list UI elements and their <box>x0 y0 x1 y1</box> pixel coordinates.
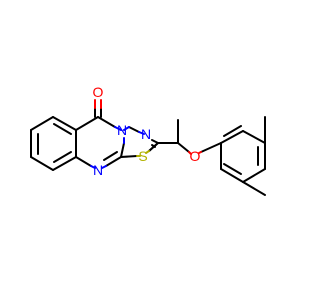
bond <box>223 125 242 137</box>
sulfur-label: S <box>138 148 147 164</box>
bond <box>223 163 242 175</box>
ring-nitrogen-label: N <box>117 122 127 138</box>
bond <box>148 142 159 152</box>
bond <box>123 126 130 131</box>
bond <box>242 130 266 144</box>
bond <box>75 156 92 167</box>
bond <box>138 131 145 135</box>
bond <box>120 142 125 158</box>
bond <box>188 151 192 155</box>
bond <box>120 155 138 158</box>
bond <box>75 116 99 131</box>
bond <box>114 126 122 131</box>
bond <box>200 142 222 153</box>
bond <box>151 139 159 144</box>
heteroatom-bonds <box>90 99 202 169</box>
imine-nitrogen-label: N <box>141 126 151 142</box>
ether-oxygen-label: O <box>190 148 201 164</box>
bond <box>103 151 118 161</box>
bond <box>52 116 77 131</box>
bonds <box>30 107 266 196</box>
bond <box>97 116 116 128</box>
bond <box>242 168 266 183</box>
atom-labels: O N N N S O <box>93 84 201 178</box>
molecule-drawing: O N N N S O <box>30 84 266 196</box>
bond <box>53 123 72 135</box>
bond <box>101 165 107 169</box>
bond <box>30 116 54 131</box>
bond <box>242 181 266 196</box>
bond <box>198 151 202 154</box>
bond <box>52 156 77 171</box>
bond <box>53 151 72 163</box>
bond <box>90 165 96 169</box>
bond <box>220 130 244 144</box>
pyrimidine-nitrogen-label: N <box>93 162 103 178</box>
carbonyl-oxygen-label: O <box>93 84 104 100</box>
bond <box>105 156 122 167</box>
bond <box>220 168 244 183</box>
bond <box>145 150 150 154</box>
bond <box>30 156 54 171</box>
bond <box>177 142 190 153</box>
bond <box>128 126 140 133</box>
structure-diagram: O N N N S O <box>30 84 266 196</box>
